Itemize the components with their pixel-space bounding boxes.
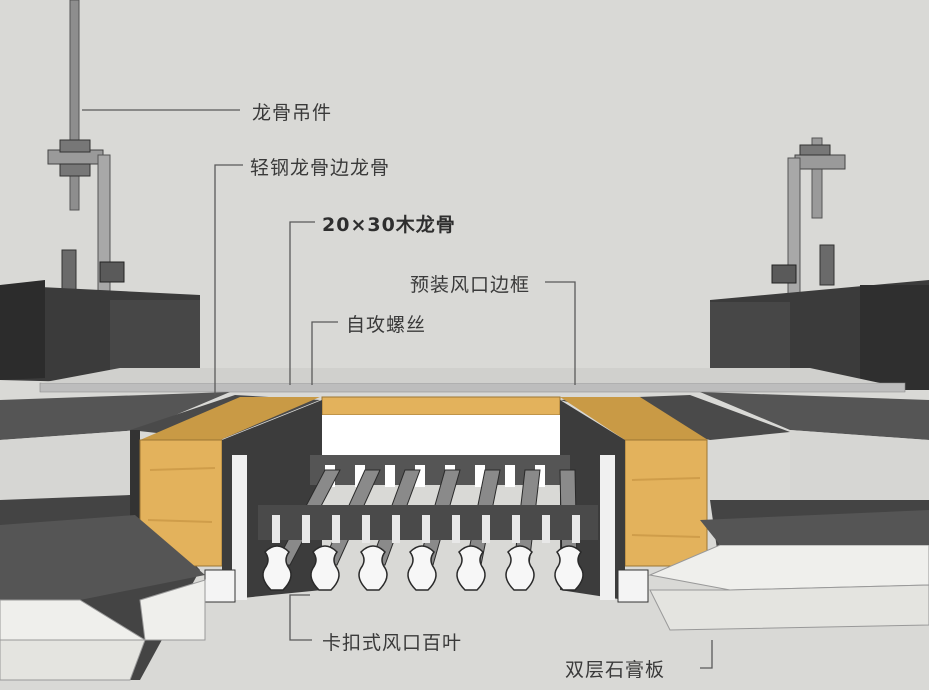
right-wood-keel (560, 397, 708, 567)
label-screw: 自攻螺丝 (346, 314, 427, 336)
louver-profiles (262, 545, 584, 591)
label-louver: 卡扣式风口百叶 (322, 632, 463, 654)
left-main-keel (0, 280, 200, 385)
back-wood-keel (321, 396, 561, 416)
leader-lines (82, 109, 713, 669)
label-hanger: 龙骨吊件 (252, 102, 333, 124)
right-gypsum-boards (648, 510, 929, 631)
label-edge-keel: 轻钢龙骨边龙骨 (250, 157, 391, 179)
left-gypsum-boards (0, 515, 206, 681)
left-edge-keel-flange (0, 392, 230, 440)
label-wood-keel: 20×30木龙骨 (322, 214, 456, 236)
right-edge-keel-flange (700, 392, 929, 440)
label-vent-frame: 预装风口边框 (410, 274, 531, 296)
label-gypsum: 双层石膏板 (565, 659, 666, 681)
